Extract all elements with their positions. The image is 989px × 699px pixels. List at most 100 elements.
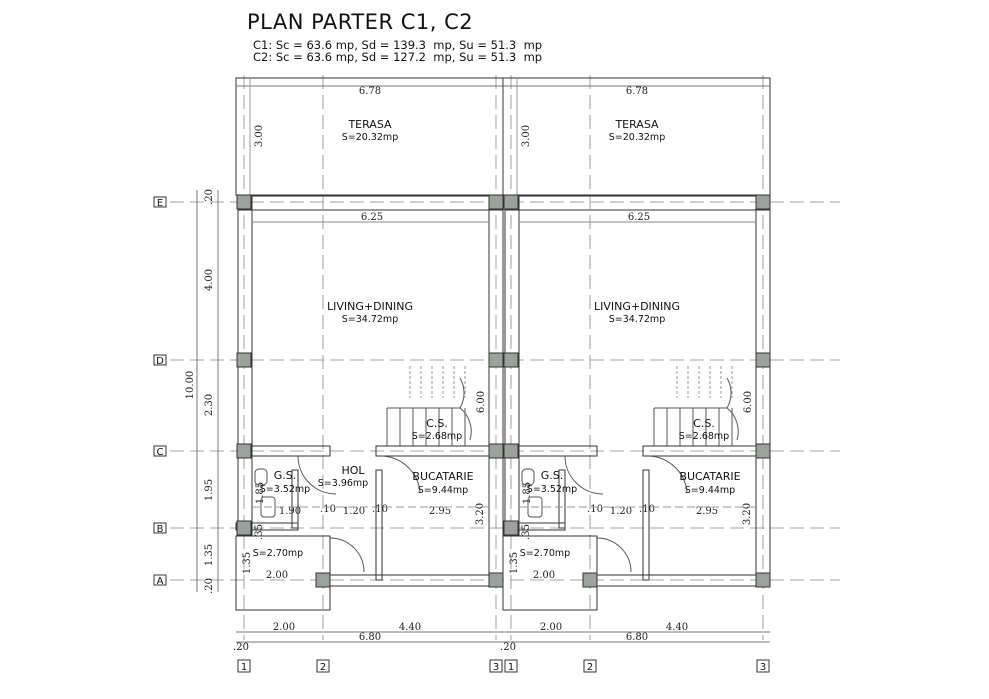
grid-label-col: 3 — [760, 662, 766, 673]
grid-bubble-b — [153, 522, 167, 534]
grid-bubble-col — [316, 659, 330, 673]
room-area-terasa: S=20.32mp — [609, 132, 665, 143]
dimension-gs-width: 1.90 — [279, 506, 301, 517]
column — [755, 194, 771, 210]
dimension-living-width: 6.25 — [361, 212, 383, 223]
wall-b — [502, 522, 566, 531]
room-area-gs: S=3.52mp — [260, 484, 310, 495]
grid-label-col: 1 — [508, 662, 514, 673]
stair-winder — [726, 377, 739, 441]
column — [488, 194, 504, 210]
dimension-wall: .10 — [320, 504, 336, 515]
grid-label-e: E — [157, 198, 163, 209]
dimension-bottom-total: 6.80 — [359, 632, 381, 643]
room-area-hol: S=3.96mp — [318, 478, 368, 489]
dimension-terrace-depth: 3.00 — [521, 125, 532, 147]
dimension-storage-height: 1.35 — [509, 552, 520, 574]
dimension-gs-offset: .35 — [521, 524, 532, 540]
wall-b — [235, 522, 299, 531]
column — [488, 352, 504, 368]
dimension-wall: .10 — [372, 504, 388, 515]
door-swing — [297, 455, 337, 495]
dimension-bottom-right: 4.40 — [399, 622, 421, 633]
dimension-storage-width: 2.00 — [533, 570, 555, 581]
dimension-terrace-width: 6.78 — [626, 86, 648, 97]
dimension-bottom-left: 2.00 — [540, 622, 562, 633]
column — [582, 572, 598, 588]
column — [236, 520, 252, 536]
side-dimension: .20 — [204, 578, 215, 594]
grid-label-b: B — [157, 524, 164, 535]
grid-bubble-col — [583, 659, 597, 673]
grid-label-c: C — [157, 447, 164, 458]
wall-bottom — [589, 574, 771, 587]
column — [236, 352, 252, 368]
room-label-terasa: TERASA — [347, 118, 392, 131]
room-area-storage: S=2.70mp — [253, 548, 303, 559]
column — [488, 443, 504, 459]
column — [755, 443, 771, 459]
side-dimension: 1.35 — [204, 544, 215, 566]
room-area-cs: S=2.68mp — [679, 431, 729, 442]
room-label-hol: HOL — [341, 464, 365, 477]
room-label-cs: C.S. — [693, 417, 715, 430]
dimension-bottom-edge: .20 — [233, 642, 249, 653]
grid-bubble-e — [153, 196, 167, 208]
door-swing — [564, 455, 604, 495]
dimension-stair: 6.00 — [743, 391, 754, 413]
room-area-bucatarie: S=9.44mp — [418, 485, 468, 496]
page-title: PLAN PARTER C1, C2 — [247, 10, 474, 34]
room-label-living: LIVING+DINING — [327, 300, 413, 313]
grid-label-col: 2 — [587, 662, 593, 673]
room-area-terasa: S=20.32mp — [342, 132, 398, 143]
wall-gs — [558, 469, 566, 529]
column — [236, 443, 252, 459]
column — [315, 572, 331, 588]
column — [755, 352, 771, 368]
room-area-living: S=34.72mp — [342, 314, 398, 325]
wall-top — [504, 195, 771, 211]
room-label-terasa: TERASA — [614, 118, 659, 131]
wall-bottom — [322, 574, 504, 587]
dimension-gs-height: 1.85 — [522, 482, 533, 504]
room-area-storage: S=2.70mp — [520, 548, 570, 559]
grid-label-col: 2 — [320, 662, 326, 673]
door-swing — [596, 537, 632, 573]
room-label-cs: C.S. — [426, 417, 448, 430]
grid-bubble-c — [153, 445, 167, 457]
toilet-icon — [260, 496, 276, 518]
column — [503, 352, 519, 368]
column — [236, 194, 252, 210]
side-dimension: 4.00 — [204, 269, 215, 291]
wall-gs — [291, 469, 299, 529]
grid-bubble-col — [756, 659, 770, 673]
room-area-gs: S=3.52mp — [527, 484, 577, 495]
dimension-bottom-left: 2.00 — [273, 622, 295, 633]
column — [503, 520, 519, 536]
door-swing — [648, 455, 688, 493]
room-area-cs: S=2.68mp — [412, 431, 462, 442]
dimension-hol-width: 1.20 — [343, 506, 365, 517]
sink-icon — [254, 468, 268, 486]
room-label-bucatarie: BUCATARIE — [679, 470, 740, 483]
dimension-living-width: 6.25 — [628, 212, 650, 223]
stair-winder — [459, 377, 472, 441]
grid-label-d: D — [156, 356, 164, 367]
room-label-living: LIVING+DINING — [594, 300, 680, 313]
grid-label-a: A — [157, 576, 164, 587]
side-dimension: 2.30 — [204, 394, 215, 416]
column — [503, 194, 519, 210]
column — [755, 572, 771, 588]
total-height-dimension: 10.00 — [185, 371, 196, 400]
dimension-hol-width: 1.20 — [610, 506, 632, 517]
grid-bubble-col — [237, 659, 251, 673]
column — [503, 443, 519, 459]
dimension-kitchen-depth: 3.20 — [742, 503, 753, 525]
summary-c1: C1: Sc = 63.6 mp, Sd = 139.3 mp, Su = 51… — [253, 38, 543, 52]
grid-bubble-a — [153, 574, 167, 586]
wall-kitchen — [642, 469, 650, 581]
dimension-storage-height: 1.35 — [242, 552, 253, 574]
grid-bubble-d — [153, 354, 167, 366]
dimension-terrace-width: 6.78 — [359, 86, 381, 97]
